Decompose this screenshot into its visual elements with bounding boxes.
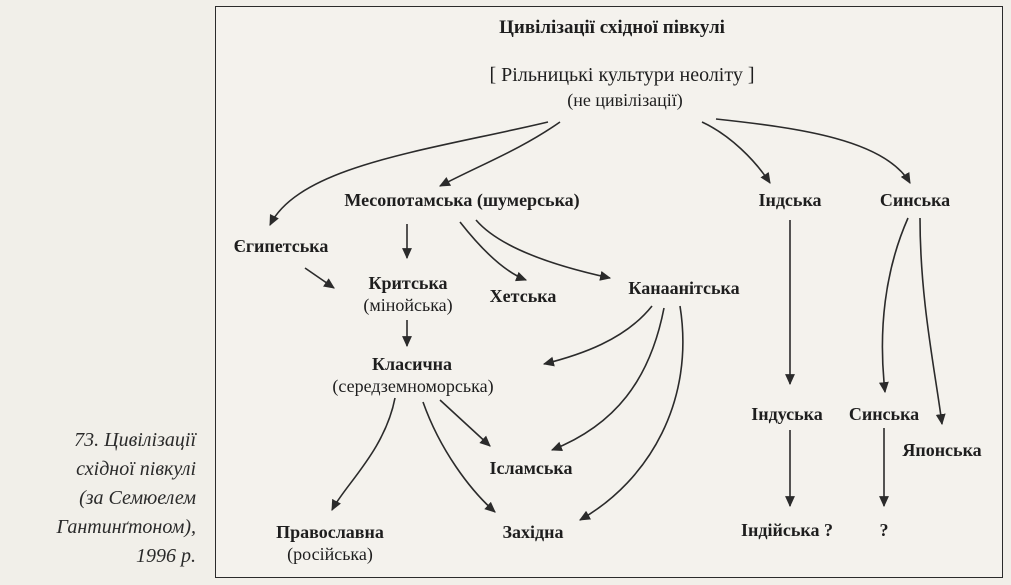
node-sinic2: Синська bbox=[848, 404, 920, 424]
node-cretan: Критська bbox=[368, 273, 448, 293]
figure-caption: 73. Цивілізації східної півкулі (за Семю… bbox=[8, 426, 197, 571]
arrow-canaanite-western bbox=[579, 305, 684, 521]
arrow-root-sinic bbox=[715, 118, 911, 184]
arrow-root-mesopotamian bbox=[439, 121, 561, 187]
node-classical: Класична bbox=[371, 354, 453, 374]
arrow-classical-western bbox=[422, 401, 496, 513]
node-canaanite: Канаанітська bbox=[628, 278, 740, 298]
root-node: [ Рільницькі культури неоліту ] bbox=[489, 64, 755, 86]
node-cretan-sub: (мінойська) bbox=[363, 295, 453, 315]
arrow-canaanite-classical bbox=[542, 305, 653, 367]
node-unknown: ? bbox=[879, 520, 889, 540]
node-hittite: Хетська bbox=[489, 286, 557, 306]
node-japanese: Японська bbox=[902, 440, 982, 460]
arrow-meso-canaanite bbox=[475, 219, 612, 281]
node-western: Західна bbox=[502, 522, 564, 542]
node-egyptian: Єгипетська bbox=[233, 236, 329, 256]
node-islamic: Ісламська bbox=[489, 458, 573, 478]
root-sublabel: (не цивілізації) bbox=[567, 90, 683, 110]
node-sinic: Синська bbox=[879, 190, 951, 210]
node-classical-sub: (середземноморська) bbox=[332, 376, 494, 396]
arrow-canaanite-islamic bbox=[550, 307, 665, 451]
node-indus: Індська bbox=[758, 190, 822, 210]
caption-line: 1996 р. bbox=[136, 545, 196, 567]
caption-line: 73. Цивілізації bbox=[74, 429, 196, 451]
node-orthodox: Православна bbox=[276, 522, 384, 542]
arrow-egypt-cretan bbox=[304, 267, 335, 289]
arrow-sinic-sinic2 bbox=[878, 217, 909, 394]
arrow-root-egyptian bbox=[269, 121, 549, 226]
caption-line: (за Семюелем bbox=[79, 487, 196, 509]
arrow-classical-islamic bbox=[439, 399, 491, 447]
arrow-classical-orthodox bbox=[331, 397, 396, 511]
arrow-root-indus bbox=[701, 121, 771, 184]
node-mesopotamian: Месопотамська (шумерська) bbox=[344, 190, 580, 210]
node-indian: Індійська ? bbox=[741, 520, 833, 540]
node-hindu: Індуська bbox=[751, 404, 823, 424]
caption-line: східної півкулі bbox=[76, 458, 196, 480]
node-orthodox-sub: (російська) bbox=[287, 544, 373, 564]
diagram-title: Цивілізації східної півкулі bbox=[499, 17, 725, 38]
caption-line: Гантинґтоном), bbox=[56, 516, 197, 538]
arrow-sinic-japanese bbox=[919, 217, 946, 426]
arrow-meso-hittite bbox=[459, 221, 528, 282]
diagram-frame bbox=[215, 6, 1003, 578]
